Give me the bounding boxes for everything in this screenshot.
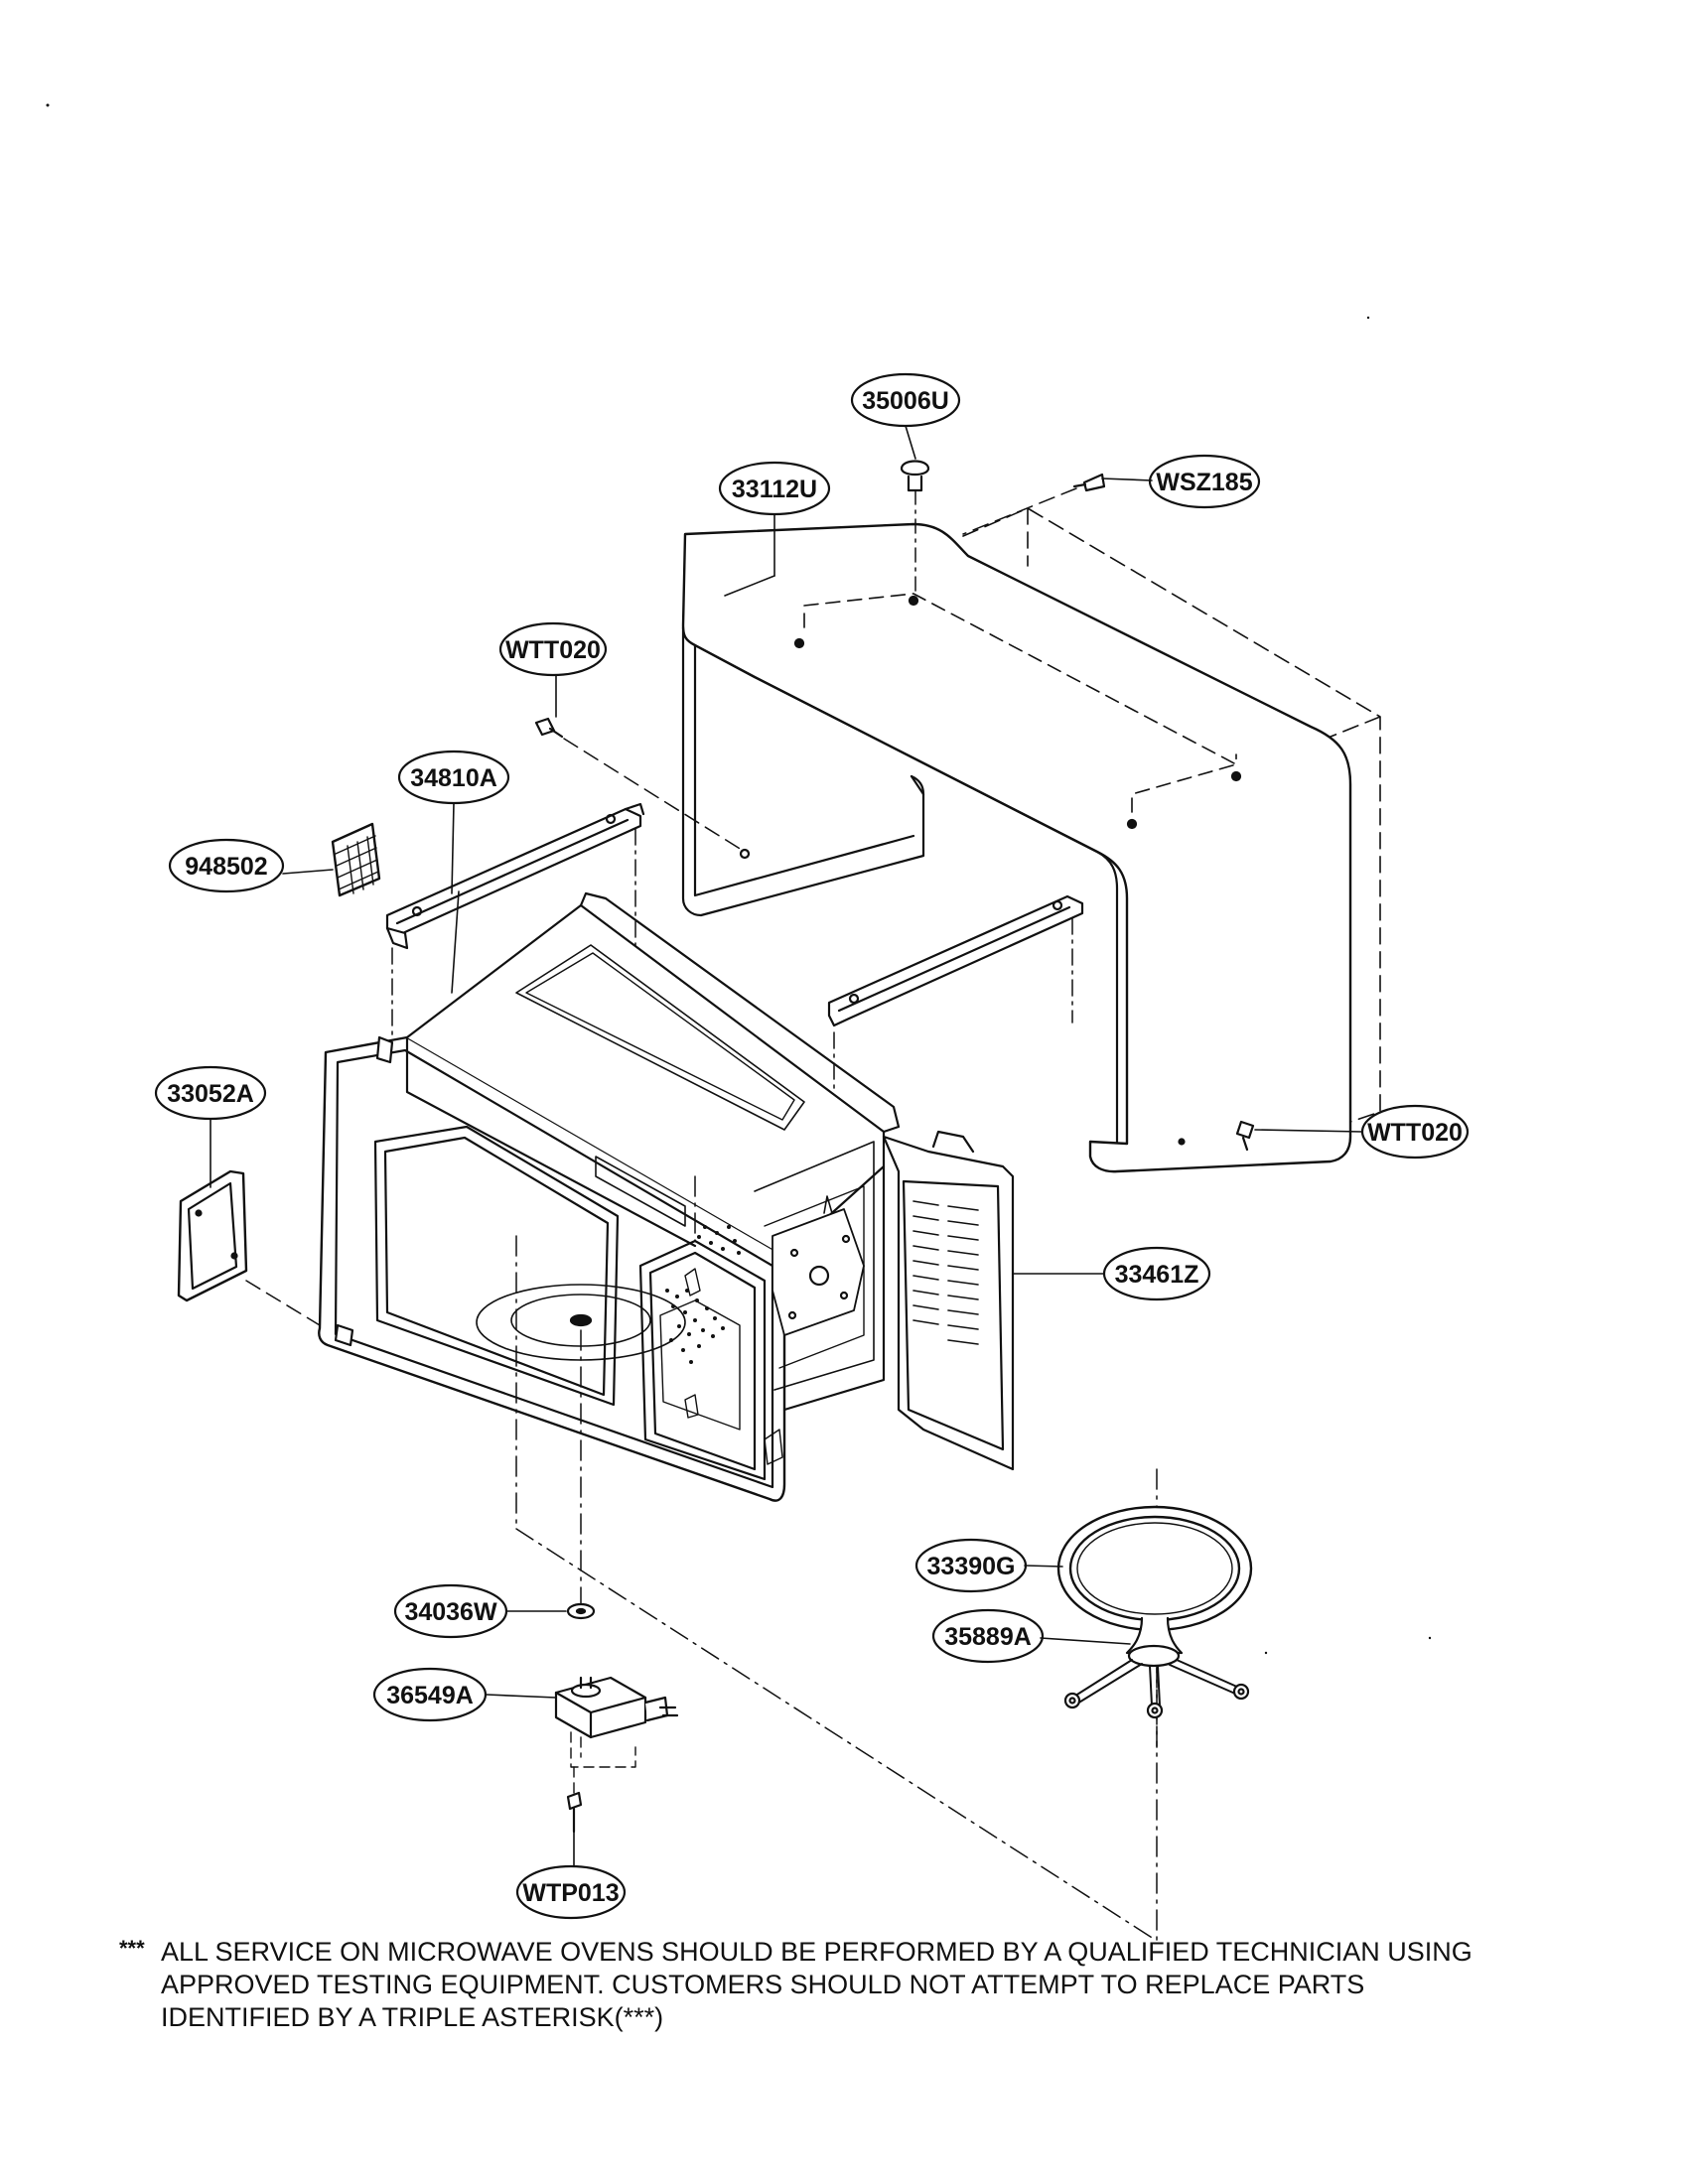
label-wtp013: WTP013: [515, 1864, 627, 1920]
svg-text:33112U: 33112U: [732, 476, 817, 503]
foot-35006U-icon: [900, 460, 930, 492]
notice-line-1: ALL SERVICE ON MICROWAVE OVENS SHOULD BE…: [161, 1937, 1473, 1967]
triple-asterisk-mark: ***: [119, 1936, 145, 1961]
label-33112U: 33112U: [718, 461, 831, 516]
label-948502: 948502: [168, 838, 285, 893]
svg-text:34810A: 34810A: [410, 764, 497, 792]
label-36549A: 36549A: [372, 1667, 488, 1722]
svg-text:WTT020: WTT020: [505, 636, 601, 664]
screw-wsz185-icon: [1072, 473, 1106, 492]
outer-cabinet: [681, 507, 1381, 1173]
cover-33052A: [177, 1119, 321, 1326]
label-33390G: 33390G: [914, 1538, 1028, 1593]
label-35889A: 35889A: [931, 1608, 1045, 1664]
notice-line-2: APPROVED TESTING EQUIPMENT. CUSTOMERS SH…: [161, 1970, 1365, 1999]
filter-948502: [282, 822, 381, 897]
label-wsz185: WSZ185: [1148, 454, 1261, 509]
svg-text:34036W: 34036W: [404, 1598, 497, 1626]
notice-line-3: IDENTIFIED BY A TRIPLE ASTERISK(***): [161, 2002, 664, 2032]
svg-text:WTT020: WTT020: [1367, 1119, 1463, 1147]
label-33461Z: 33461Z: [1102, 1246, 1211, 1301]
inner-oven-body: [318, 891, 1105, 1502]
label-wtt020-top: WTT020: [498, 621, 608, 677]
turntable-motor-36549A: [486, 1676, 679, 1768]
svg-text:35006U: 35006U: [862, 387, 949, 415]
coupler-34036W: [505, 1602, 596, 1620]
svg-text:33052A: 33052A: [167, 1080, 254, 1108]
svg-text:35889A: 35889A: [944, 1623, 1032, 1651]
top-small-parts: [534, 460, 1363, 1152]
label-wtt020-right: WTT020: [1360, 1104, 1470, 1160]
svg-text:33390G: 33390G: [927, 1553, 1016, 1580]
screw-wtt020-top-icon: [534, 717, 564, 739]
roller-guide: [1040, 1616, 1250, 1719]
screw-wtp013: [566, 1766, 583, 1867]
svg-text:36549A: 36549A: [386, 1682, 474, 1709]
svg-text:WTP013: WTP013: [522, 1879, 619, 1907]
svg-text:948502: 948502: [185, 853, 267, 881]
side-vent-slots: [912, 1200, 979, 1345]
label-34810A: 34810A: [397, 750, 510, 805]
vent-speckles: [665, 1225, 741, 1364]
cabinet-rails: [385, 802, 1084, 1093]
turntable-tray: [1024, 1505, 1253, 1632]
svg-text:33461Z: 33461Z: [1115, 1261, 1199, 1289]
safety-notice: *** ALL SERVICE ON MICROWAVE OVENS SHOUL…: [119, 1936, 1589, 2034]
screw-wtt020-right-icon: [1235, 1120, 1255, 1152]
label-35006U: 35006U: [850, 372, 961, 428]
label-33052A: 33052A: [154, 1065, 267, 1121]
label-34036W: 34036W: [393, 1583, 508, 1639]
svg-text:WSZ185: WSZ185: [1156, 469, 1252, 496]
